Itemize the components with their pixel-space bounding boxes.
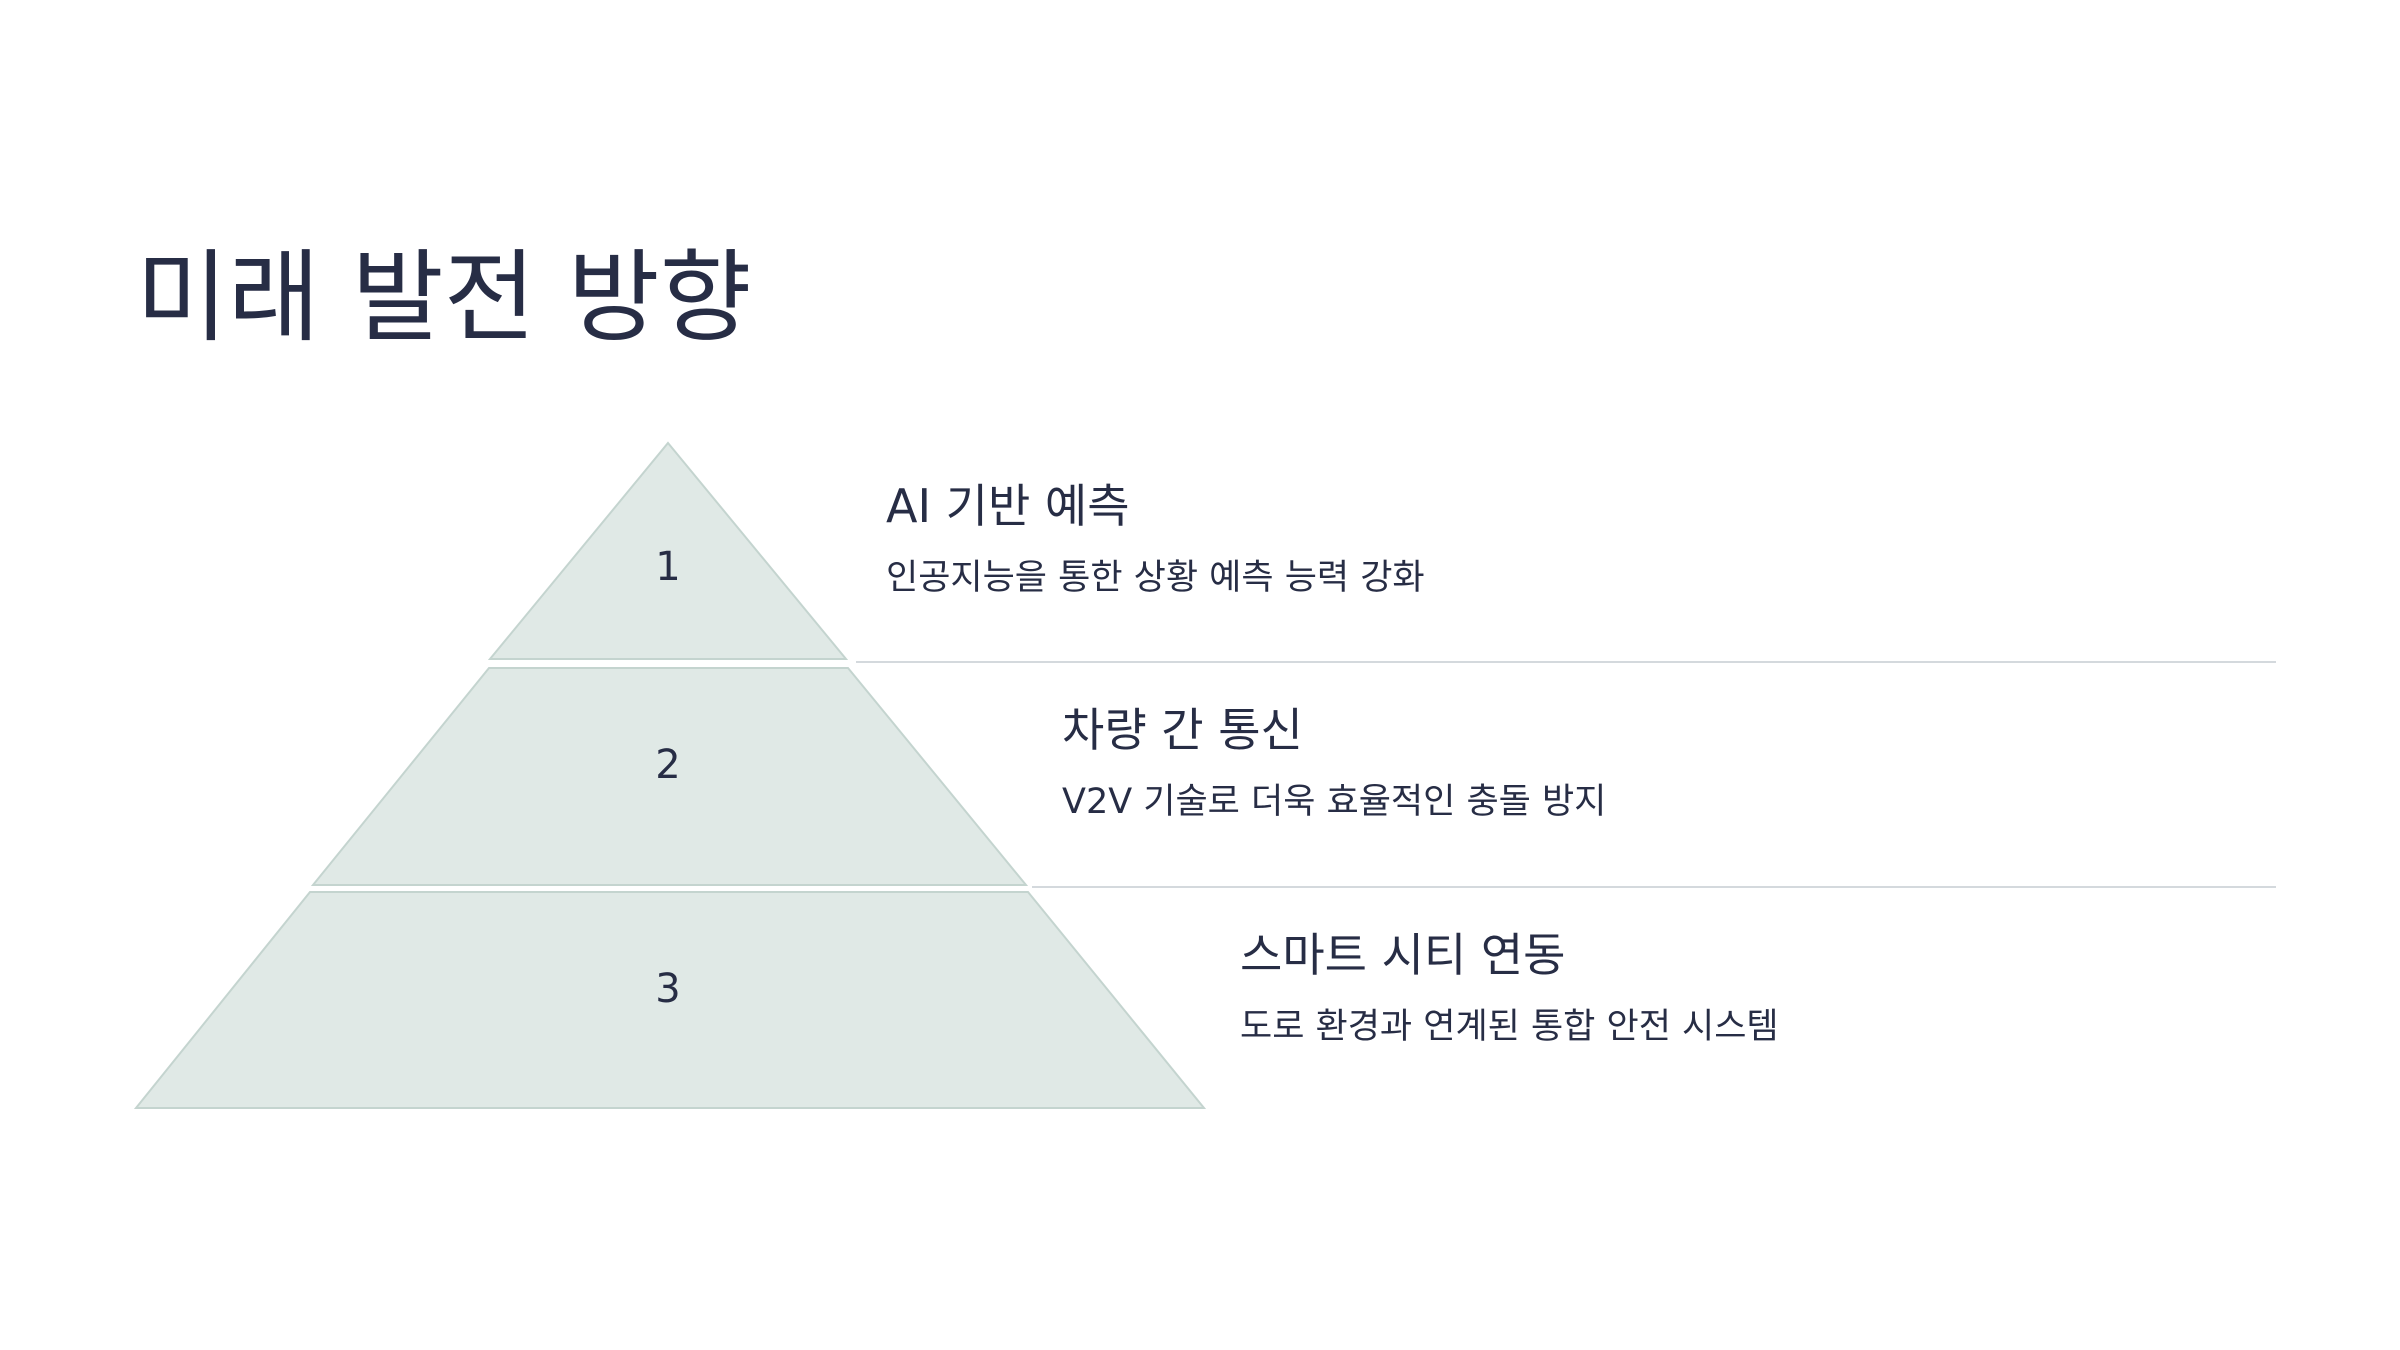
level-3-heading: 스마트 시티 연동 — [1240, 928, 1566, 982]
tier-number-3: 3 — [655, 966, 680, 1012]
level-3-description: 도로 환경과 연계된 통합 안전 시스템 — [1240, 1006, 1779, 1047]
level-1-description: 인공지능을 통한 상황 예측 능력 강화 — [886, 557, 1425, 598]
level-3-text: 스마트 시티 연동 도로 환경과 연계된 통합 안전 시스템 — [1240, 927, 1779, 1050]
level-1-heading: AI 기반 예측 — [886, 479, 1130, 533]
level-2-text: 차량 간 통신 V2V 기술로 더욱 효율적인 충돌 방지 — [1062, 702, 1606, 825]
level-1-text: AI 기반 예측 인공지능을 통한 상황 예측 능력 강화 — [886, 478, 1425, 601]
slide-title: 미래 발전 방향 — [136, 239, 752, 356]
tier-number-2: 2 — [655, 742, 680, 788]
tier-number-1: 1 — [655, 544, 680, 590]
level-2-heading: 차량 간 통신 — [1062, 703, 1303, 757]
pyramid-tier-1 — [487, 441, 849, 660]
pyramid-tier-3 — [133, 891, 1207, 1109]
pyramid-tier-2 — [310, 667, 1029, 886]
level-2-description: V2V 기술로 더욱 효율적인 충돌 방지 — [1062, 781, 1607, 822]
